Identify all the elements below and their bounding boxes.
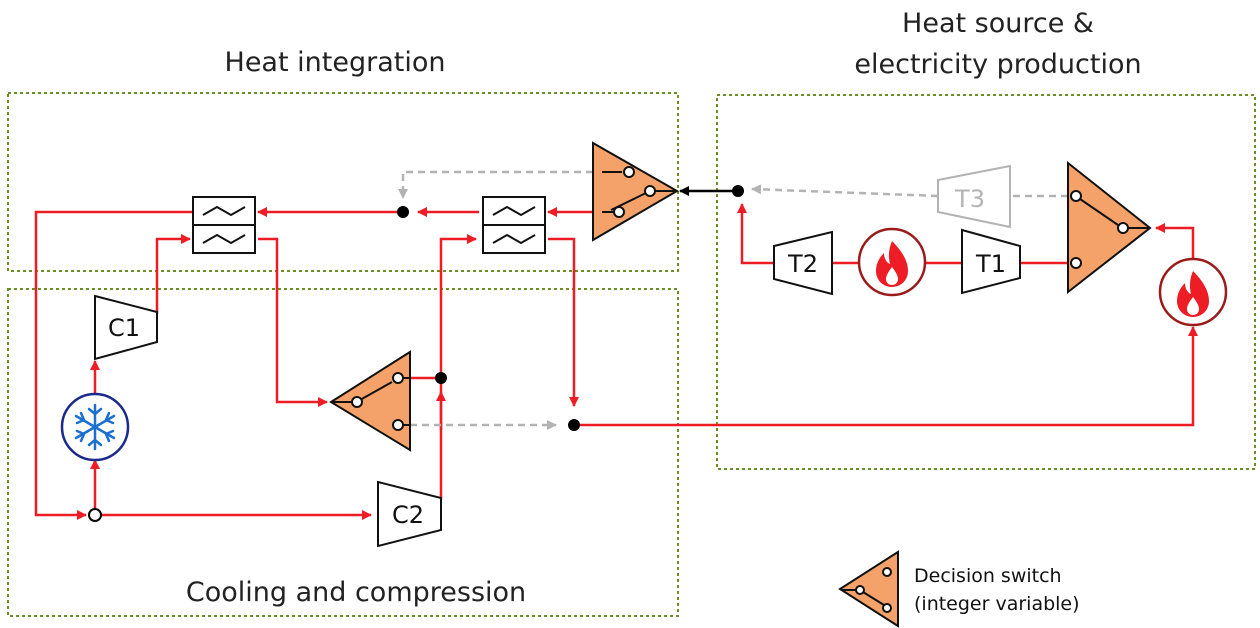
heater-unit	[1158, 257, 1228, 327]
cooling-compression-title: Cooling and compression	[186, 577, 526, 608]
c1-label: C1	[108, 314, 140, 342]
stream-hx1-to-mid-switch	[258, 237, 328, 407]
decision-switch-top	[592, 141, 679, 242]
c2-label: C2	[392, 501, 424, 529]
turbine-t1: T1	[961, 228, 1021, 295]
junction-dot	[568, 419, 580, 431]
legend-line2: (integer variable)	[914, 593, 1080, 615]
t3-label: T3	[954, 185, 985, 213]
compressor-c1: C1	[94, 294, 158, 361]
cooler-unit	[60, 392, 130, 462]
turbine-t2: T2	[773, 230, 833, 296]
stream-t2-to-junction	[737, 203, 774, 265]
stream-junction-to-heater	[574, 326, 1198, 427]
mixer-node	[88, 508, 102, 522]
turbine-t3: T3	[937, 164, 1011, 229]
stream-t3-to-junction	[751, 184, 939, 198]
combustor-unit	[857, 227, 927, 297]
decision-switch-icon	[838, 550, 899, 628]
heat-integration-title: Heat integration	[225, 47, 446, 78]
t2-label: T2	[787, 250, 818, 278]
decision-switch-right	[1067, 160, 1152, 295]
heat-source-title-line1: Heat source &	[902, 8, 1094, 39]
heat-exchanger-2	[482, 196, 546, 254]
junction-dot	[435, 372, 447, 384]
snowflake-icon	[74, 403, 116, 451]
junction-dot	[397, 206, 409, 218]
legend: Decision switch (integer variable)	[838, 550, 1080, 628]
active-streams	[34, 203, 1198, 520]
stream-c2-to-hx2	[439, 234, 477, 500]
stream-c1-to-hx1	[155, 234, 191, 314]
cooling-compression-region	[7, 288, 679, 617]
heat-integration-region	[7, 92, 679, 272]
stream-hx2-to-lower-junction	[548, 237, 579, 407]
inactive-streams	[398, 170, 1068, 430]
legend-line1: Decision switch	[914, 565, 1062, 587]
stream-heater-to-switch	[1155, 223, 1195, 258]
stream-hx1-to-mixer	[34, 210, 193, 520]
t1-label: T1	[975, 250, 1006, 278]
heat-source-title-line2: electricity production	[854, 49, 1141, 80]
junction-dot	[732, 185, 744, 197]
heat-exchanger-1	[192, 196, 256, 254]
compressor-c2: C2	[377, 480, 442, 548]
stream-switch-bypass	[398, 170, 593, 199]
decision-switch-middle	[329, 350, 411, 452]
